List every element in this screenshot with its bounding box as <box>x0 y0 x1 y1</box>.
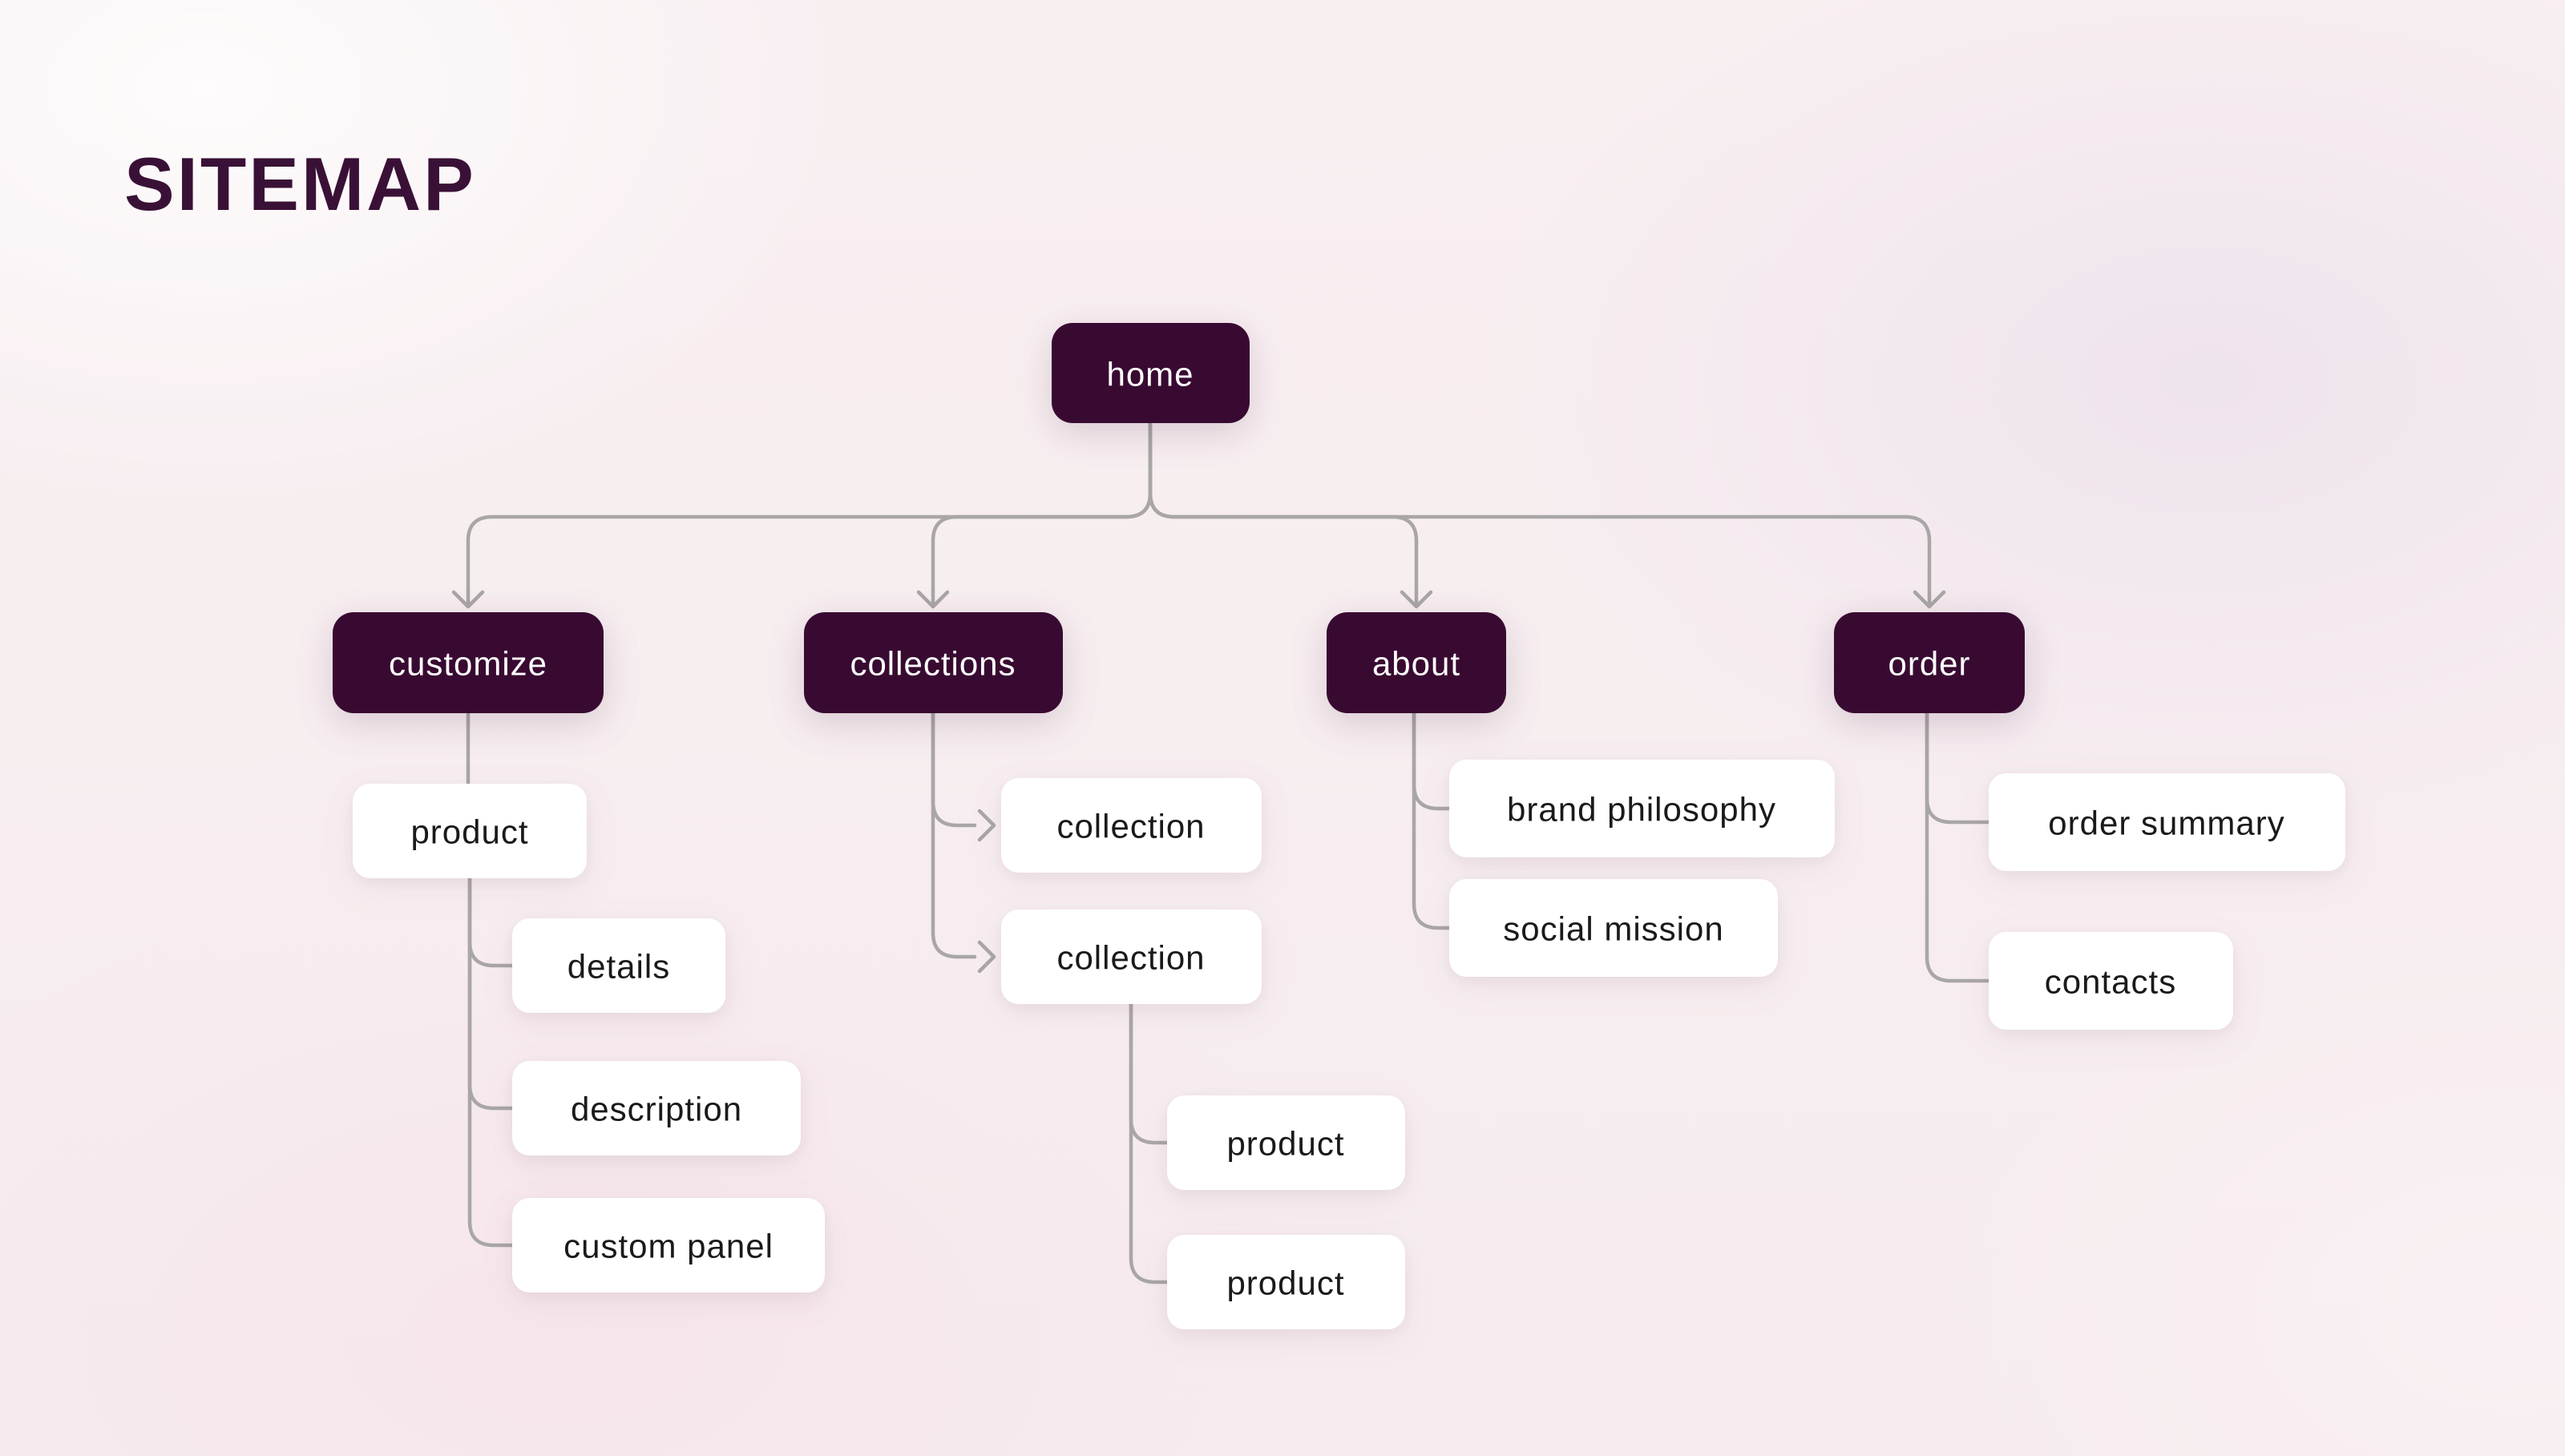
node-about: about <box>1327 612 1506 713</box>
connector-home-order <box>1148 421 1932 605</box>
node-brand-philosophy-label: brand philosophy <box>1507 791 1776 829</box>
node-order-label: order <box>1888 645 1970 683</box>
arrowhead-down-collections <box>916 590 950 609</box>
arrowhead-down-order <box>1913 590 1946 609</box>
node-collection-product-2-box <box>1167 1235 1405 1329</box>
node-home-label: home <box>1106 356 1194 393</box>
node-product-label: product <box>410 813 528 851</box>
connector-product-custom-panel <box>467 876 515 1248</box>
arrowhead-right-collection-2 <box>977 940 996 974</box>
node-collection-1-box <box>1001 778 1262 873</box>
node-collections-box <box>804 612 1063 713</box>
connector-collection-product-2 <box>1129 1002 1169 1285</box>
connector-collections-collection-1 <box>931 711 977 828</box>
node-collection-product-1-box <box>1167 1095 1405 1190</box>
node-contacts-box <box>1989 932 2233 1030</box>
connector-order-order-summary <box>1925 711 1991 825</box>
connector-order-contacts <box>1925 711 1991 983</box>
connector-collections-collection-2 <box>931 711 977 959</box>
connector-product-description <box>467 876 515 1111</box>
node-social-mission: social mission <box>1449 879 1778 977</box>
page-title: SITEMAP <box>124 142 476 226</box>
node-home: home <box>1052 323 1250 423</box>
node-collection-product-1: product <box>1167 1095 1405 1190</box>
node-collection-1: collection <box>1001 778 1262 873</box>
node-details-label: details <box>568 948 670 986</box>
node-custom-panel: custom panel <box>512 1198 825 1293</box>
node-custom-panel-label: custom panel <box>563 1228 774 1265</box>
connector-home-about <box>1148 421 1419 605</box>
node-collections-label: collections <box>850 645 1016 683</box>
node-collections: collections <box>804 612 1063 713</box>
node-custom-panel-box <box>512 1198 825 1293</box>
node-about-label: about <box>1372 645 1460 683</box>
connector-home-collections <box>931 421 1153 605</box>
node-social-mission-label: social mission <box>1503 910 1723 948</box>
node-collection-product-1-label: product <box>1226 1125 1344 1163</box>
node-order-summary-label: order summary <box>2048 805 2284 842</box>
connector-about-brand-philosophy <box>1412 711 1452 811</box>
node-brand-philosophy-box <box>1449 760 1835 857</box>
node-description-label: description <box>571 1091 742 1128</box>
node-collection-product-2-label: product <box>1226 1264 1344 1302</box>
node-product-box <box>353 784 587 878</box>
connector-collection-product-1 <box>1129 1002 1169 1145</box>
node-description-box <box>512 1061 801 1156</box>
node-order-summary: order summary <box>1989 773 2345 871</box>
connector-home-customize <box>466 421 1153 605</box>
node-customize-label: customize <box>389 645 547 683</box>
connectors <box>451 421 1991 1285</box>
node-details-box <box>512 918 725 1013</box>
node-social-mission-box <box>1449 879 1778 977</box>
node-details: details <box>512 918 725 1013</box>
node-about-box <box>1327 612 1506 713</box>
node-collection-1-label: collection <box>1056 808 1205 845</box>
node-order-summary-box <box>1989 773 2345 871</box>
node-customize: customize <box>333 612 604 713</box>
arrowhead-down-about <box>1400 590 1433 609</box>
node-order: order <box>1834 612 2025 713</box>
node-collection-2-box <box>1001 909 1262 1004</box>
node-collection-product-2: product <box>1167 1235 1405 1329</box>
node-contacts: contacts <box>1989 932 2233 1030</box>
node-collection-2: collection <box>1001 909 1262 1004</box>
node-customize-box <box>333 612 604 713</box>
node-order-box <box>1834 612 2025 713</box>
node-collection-2-label: collection <box>1056 939 1205 977</box>
arrowhead-down-customize <box>451 590 485 609</box>
node-contacts-label: contacts <box>2045 963 2176 1001</box>
node-product: product <box>353 784 587 878</box>
node-brand-philosophy: brand philosophy <box>1449 760 1835 857</box>
connector-product-details <box>467 876 515 968</box>
node-description: description <box>512 1061 801 1156</box>
connector-about-social-mission <box>1412 711 1452 930</box>
arrowhead-right-collection-1 <box>977 809 996 842</box>
node-home-box <box>1052 323 1250 423</box>
